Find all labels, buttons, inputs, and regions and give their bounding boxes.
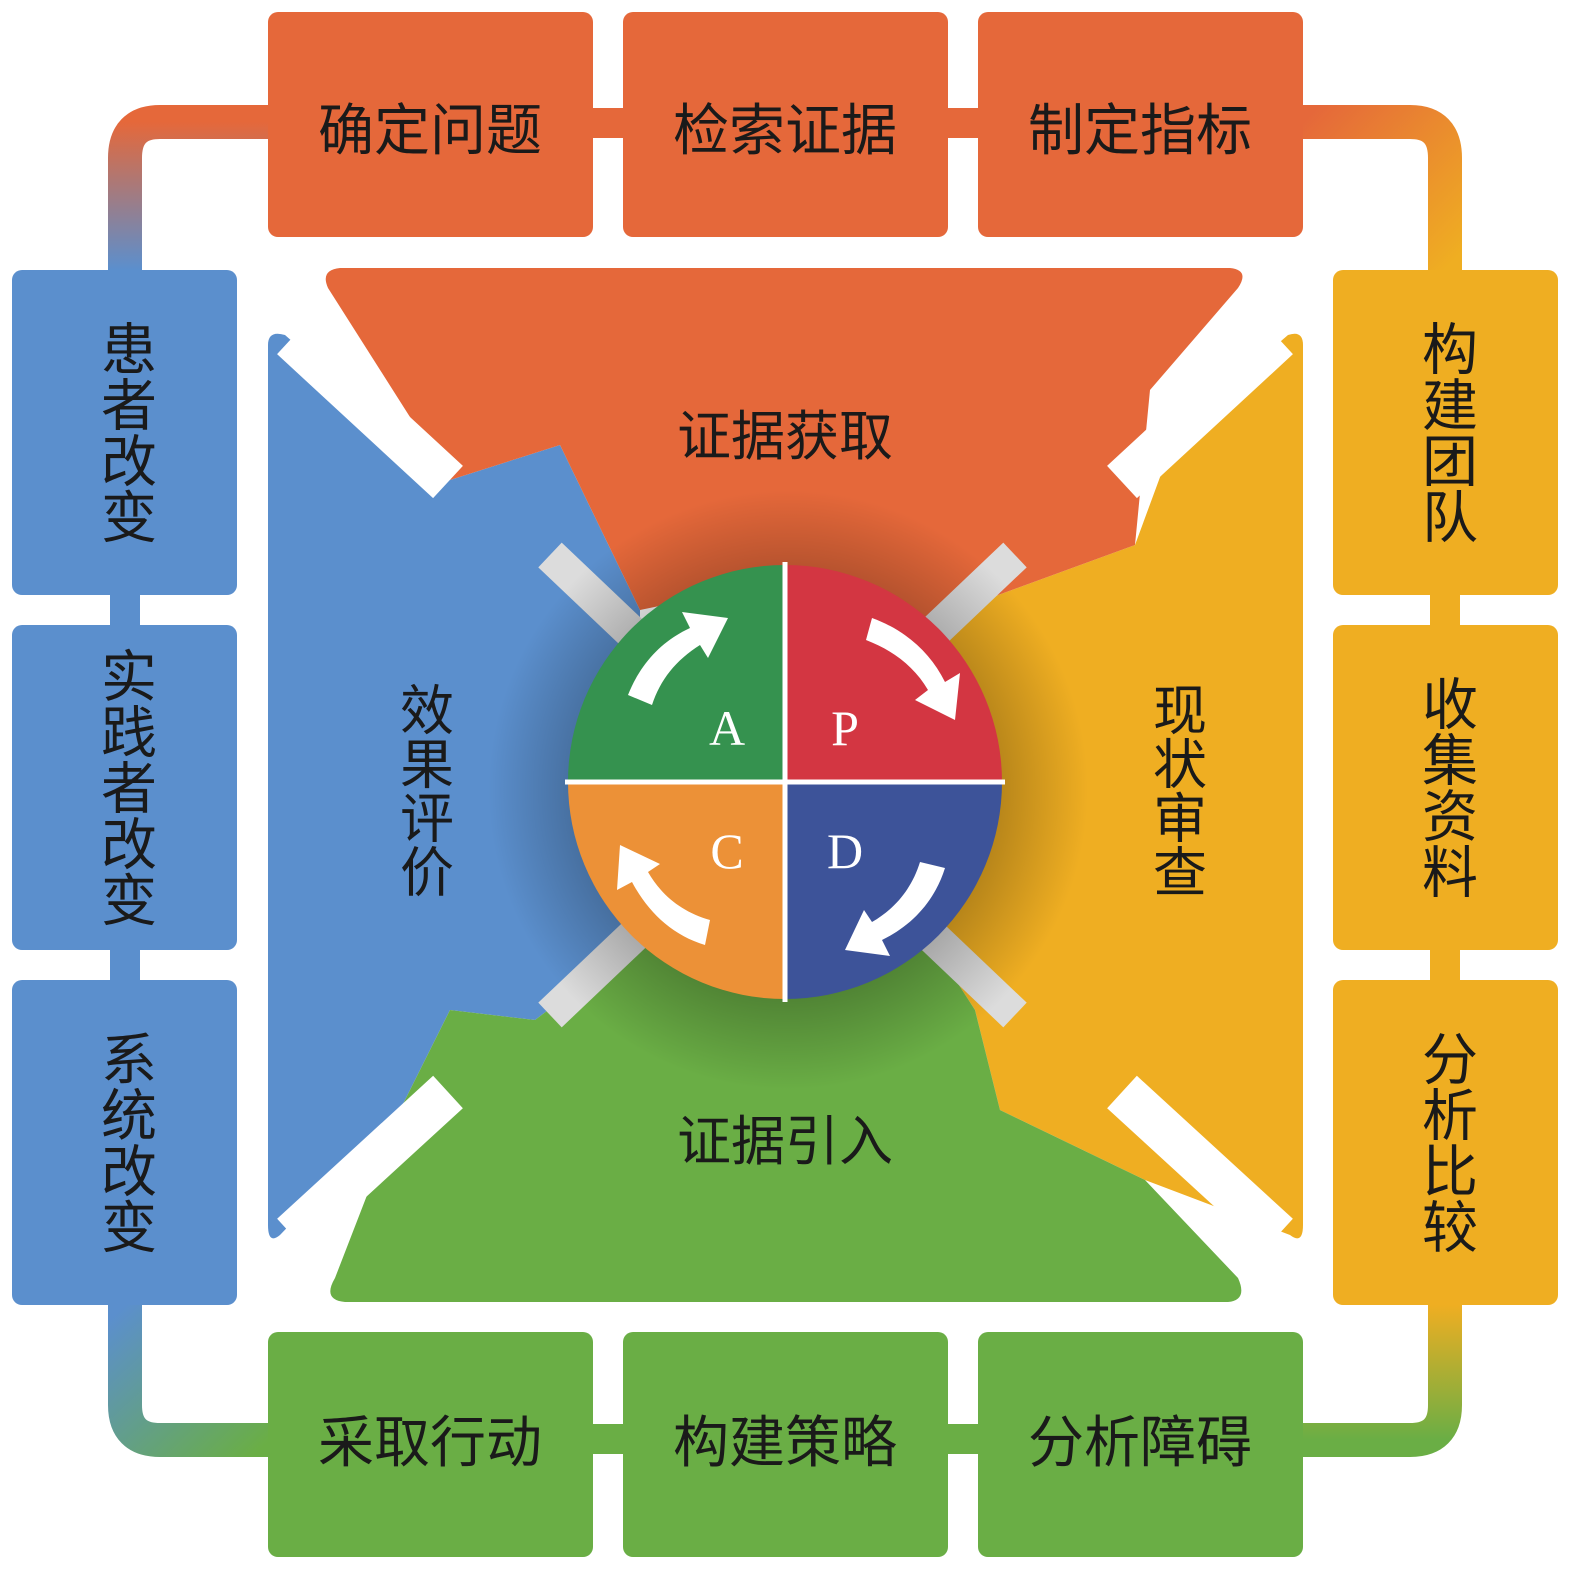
quadrant-A [568,565,785,782]
connector-bottom-1 [590,1424,626,1454]
zone-bottom-green [330,940,1242,1302]
top-step-label-2: 检索证据 [673,99,897,164]
left-step-box-2 [12,625,237,950]
bottom-step-label-2: 构建策略 [673,1411,897,1476]
curved-arrow-icon [866,618,960,720]
connector-top-1 [590,108,626,138]
left-steps: 患者改变 实践者改变 系统改变 [12,270,237,1305]
zone-label-left: 效果评价 [391,682,454,898]
right-steps: 构建团队 收集资料 分析比较 [1333,270,1558,1305]
right-step-box-2 [1333,625,1558,950]
zone-top-orange [325,268,1243,620]
top-step-box-2 [623,12,948,237]
quadrant-C [568,782,785,999]
separator-outer-top-right [1107,321,1293,499]
zone-label-bottom: 证据引入 [677,1110,893,1173]
quadrant-letter-A: A [709,700,745,756]
connector-bottom-right [1303,1305,1462,1457]
separator-outer-top-left [277,321,463,499]
right-step-label-2: 收集资料 [1413,675,1478,899]
bottom-step-box-3 [978,1332,1303,1557]
connector-top-right [1303,105,1462,270]
connector-top-left [108,105,270,270]
connector-bottom-2 [945,1424,981,1454]
right-step-label-3: 分析比较 [1413,1030,1478,1254]
separator-outer-bottom-left [277,1075,463,1252]
left-step-box-3 [12,980,237,1305]
right-step-box-1 [1333,270,1558,595]
top-step-label-3: 制定指标 [1028,99,1252,164]
top-steps: 确定问题 检索证据 制定指标 [268,12,1303,237]
bottom-step-box-1 [268,1332,593,1557]
zone-right-yellow [930,333,1303,1239]
inner-zones: 证据获取 证据引入 效果评价 现状审查 [268,268,1303,1302]
connector-left-2 [110,945,140,981]
curved-arrow-icon [617,845,710,945]
top-step-label-1: 确定问题 [318,99,542,164]
curved-arrow-icon [628,612,728,705]
left-step-label-2: 实践者改变 [92,647,157,927]
zone-label-top: 证据获取 [677,405,893,468]
bottom-steps: 采取行动 构建策略 分析障碍 [268,1332,1303,1557]
bottom-step-box-2 [623,1332,948,1557]
zone-label-right: 现状审查 [1144,682,1207,898]
bottom-step-label-3: 分析障碍 [1028,1411,1252,1476]
connector-left-1 [110,592,140,628]
top-step-box-3 [978,12,1303,237]
left-step-label-3: 系统改变 [92,1030,157,1254]
connector-top-2 [945,108,981,138]
quadrant-letter-P: P [831,700,859,756]
left-step-label-1: 患者改变 [92,320,157,544]
curved-arrow-icon [845,862,945,956]
pdca-cycle: A P C D [488,490,1088,1090]
top-step-box-1 [268,12,593,237]
connector-bottom-left [108,1305,270,1457]
right-step-box-3 [1333,980,1558,1305]
bottom-step-label-1: 采取行动 [318,1411,542,1476]
quadrant-letter-C: C [710,823,743,879]
separator-outer-bottom-right [1107,1075,1293,1252]
quadrant-letter-D: D [827,823,863,879]
quadrant-D [785,782,1002,999]
outer-connector-frame [108,105,1462,1457]
connector-right-2 [1430,945,1460,981]
right-step-label-1: 构建团队 [1413,320,1478,544]
connector-right-1 [1430,592,1460,628]
quadrant-P [785,565,1002,782]
left-step-box-1 [12,270,237,595]
